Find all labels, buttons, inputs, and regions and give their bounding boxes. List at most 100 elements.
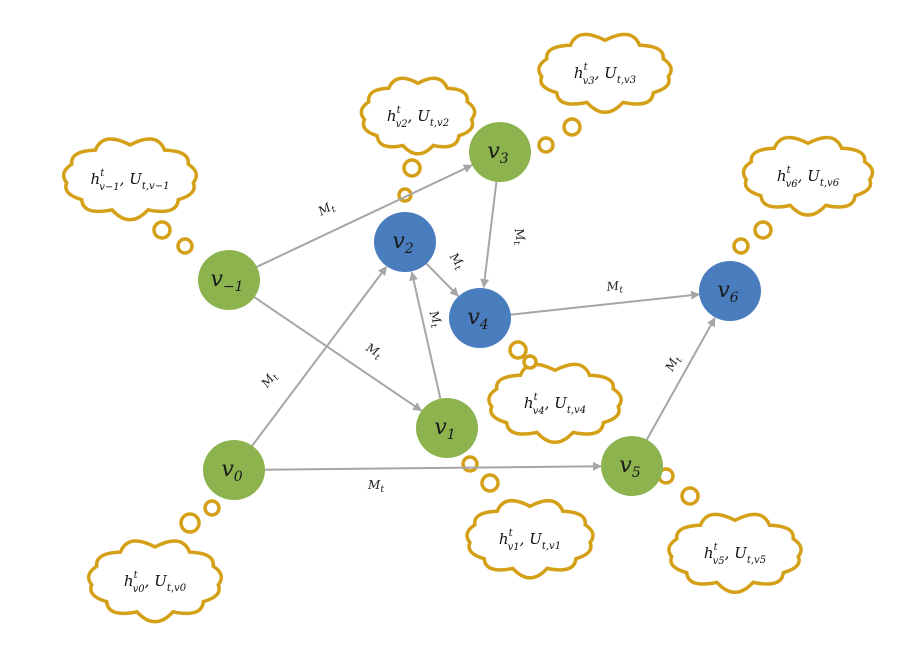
- update-symbol: U: [154, 572, 168, 590]
- cloud-shape: [61, 137, 199, 222]
- thought-bubble-dot: [522, 354, 538, 370]
- node-label: v2: [392, 229, 413, 257]
- hidden-state-symbol: h: [524, 394, 534, 412]
- hidden-state-superscript: t: [714, 542, 719, 553]
- thought-bubble-dot: [753, 220, 773, 240]
- node-label-subscript: 0: [234, 469, 243, 485]
- node-v2: v2: [374, 212, 436, 272]
- edge-label: Mt: [444, 249, 468, 273]
- node-label: v0: [221, 457, 242, 485]
- node-label-subscript: 3: [500, 151, 509, 167]
- node-label-subscript: 6: [730, 290, 739, 306]
- update-symbol: U: [604, 64, 618, 82]
- edge-label-subscript: t: [380, 485, 384, 495]
- node-label-subscript: 4: [479, 317, 489, 333]
- edge-label-subscript: t: [373, 353, 381, 364]
- node-v5: v5: [601, 436, 663, 496]
- edge-label-subscript: t: [675, 356, 686, 364]
- thought-bubble-dot: [508, 340, 528, 360]
- edge-v0-to-v5: [263, 461, 602, 471]
- node-circle: [203, 440, 265, 500]
- node-label: v5: [619, 453, 640, 481]
- edge-v1-to-v2: [409, 271, 442, 399]
- hidden-state-superscript: t: [584, 62, 589, 73]
- edge-label-symbol: M: [367, 478, 381, 492]
- thought-bubble-dot: [402, 158, 422, 178]
- node-circle: [699, 261, 761, 321]
- node-circle: [374, 212, 436, 272]
- hidden-state-subscript: v2: [396, 119, 408, 130]
- node-v6: v6: [699, 261, 761, 321]
- edge-label-symbol: M: [426, 308, 444, 326]
- edge-label: Mt: [361, 340, 384, 363]
- edge-v4-to-v6: [509, 290, 701, 316]
- node-label-symbol: v: [487, 139, 500, 164]
- update-subscript: t,v0: [167, 583, 187, 594]
- edge-label: Mt: [258, 369, 282, 393]
- hidden-state-symbol: h: [574, 64, 584, 82]
- hidden-state-superscript: t: [787, 165, 792, 176]
- hidden-state-symbol: h: [91, 170, 101, 188]
- edge-label-subscript: t: [272, 373, 282, 382]
- node-label-subscript: 2: [404, 241, 414, 257]
- edge-label: Mt: [424, 308, 446, 330]
- edge-label-subscript: t: [452, 264, 462, 273]
- hidden-state-subscript: v0: [133, 584, 146, 595]
- edge-v3-to-v4: [480, 181, 498, 289]
- edge-v0-to-v2: [251, 266, 388, 447]
- node-label: v1: [434, 415, 455, 443]
- cloud-shape: [86, 539, 224, 624]
- update-subscript: t,v3: [617, 75, 636, 86]
- edge-label: Mt: [315, 198, 338, 221]
- cloud-shape: [667, 512, 803, 595]
- node-circle: [449, 288, 511, 348]
- node-label-symbol: v: [619, 453, 632, 478]
- node-label-subscript: 1: [447, 427, 456, 443]
- hidden-state-symbol: h: [387, 107, 397, 125]
- hidden-state-subscript: v−1: [99, 182, 119, 193]
- node-v3: v3: [469, 122, 531, 182]
- node-v-minus-1: v−1: [198, 250, 260, 310]
- node-circle: [198, 250, 260, 310]
- edge-v5-to-v6: [645, 317, 716, 441]
- thought-bubble-dot: [179, 512, 201, 534]
- hidden-state-symbol: h: [499, 530, 509, 548]
- edge-v-minus-1-to-v3: [255, 164, 473, 269]
- hidden-state-superscript: t: [509, 528, 514, 539]
- hidden-state-subscript: v3: [583, 76, 595, 87]
- thought-bubble-dot: [680, 486, 700, 506]
- node-label-symbol: v: [467, 305, 480, 330]
- thought-bubble-dot: [203, 499, 221, 517]
- update-subscript: t,v1: [542, 541, 561, 552]
- update-symbol: U: [734, 544, 748, 562]
- edge-label: Mt: [509, 226, 529, 246]
- node-label-subscript: 5: [632, 465, 641, 481]
- update-subscript: t,v5: [747, 555, 766, 566]
- edge-label-symbol: M: [605, 279, 620, 294]
- hidden-state-subscript: v4: [533, 406, 545, 417]
- edge-label-subscript: t: [330, 205, 338, 216]
- node-label: v4: [467, 305, 488, 333]
- update-subscript: t,v4: [567, 405, 586, 416]
- edge-label-subscript: t: [428, 323, 439, 330]
- edge-label-subscript: t: [619, 285, 624, 295]
- hidden-state-symbol: h: [704, 544, 714, 562]
- hidden-state-superscript: t: [134, 570, 139, 581]
- node-label: v−1: [210, 267, 243, 295]
- node-label-symbol: v: [221, 457, 234, 482]
- thought-bubble-dot: [152, 220, 172, 240]
- hidden-state-subscript: v5: [713, 556, 725, 567]
